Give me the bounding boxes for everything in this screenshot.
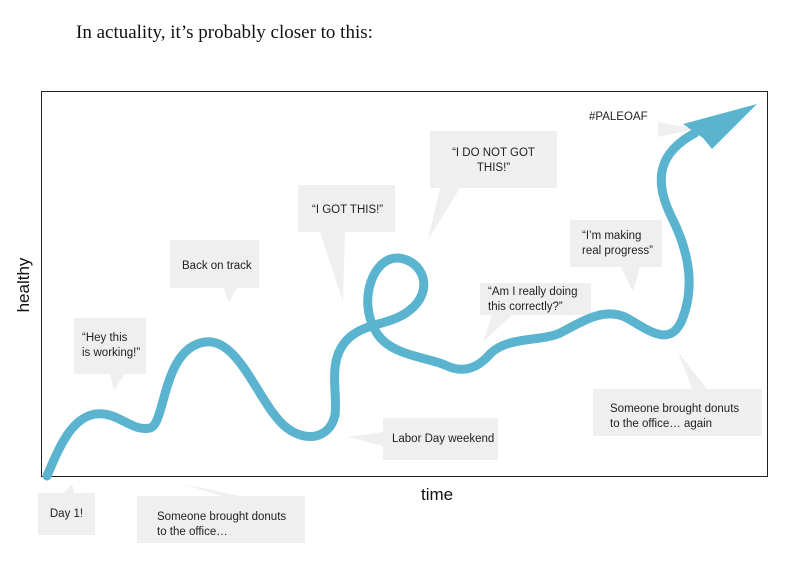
bubble-paleo-text: #PALEOAF <box>589 111 648 123</box>
bubble-progress <box>570 220 662 292</box>
chart-frame <box>41 91 768 477</box>
bubble-donuts1-text: Someone brought donuts to the office… <box>157 511 287 538</box>
bubble-donuts2 <box>593 352 762 436</box>
x-axis-label: time <box>421 485 454 504</box>
journey-arrowhead <box>683 104 757 149</box>
bubble-hey <box>74 318 146 390</box>
bubble-labor-text: Labor Day weekend <box>392 433 495 445</box>
speech-bubbles <box>38 98 762 543</box>
bubble-donuts1 <box>137 484 305 543</box>
page-heading: In actuality, it’s probably closer to th… <box>76 22 373 43</box>
bubble-amireally-text: “Am I really doing this correctly?” <box>488 286 578 313</box>
bubble-donuts2-text: Someone brought donuts to the office… ag… <box>610 403 740 430</box>
journey-curve <box>42 128 700 481</box>
bubble-hey-text: “Hey this is working!” <box>82 332 141 359</box>
bubble-labor <box>348 418 498 460</box>
bubble-idonot <box>428 131 557 240</box>
bubble-igot <box>298 185 395 302</box>
bubble-paleo <box>573 98 696 137</box>
bubble-igot-text: “I GOT THIS!” <box>312 204 384 216</box>
bubble-back-text: Back on track <box>182 260 252 272</box>
bubble-amireally <box>480 283 591 342</box>
bubble-progress-text: “I’m making real progress” <box>582 230 653 257</box>
bubble-day1-text: Day 1! <box>49 508 84 520</box>
bubble-back <box>170 240 259 302</box>
bubble-day1 <box>38 484 95 535</box>
bubble-idonot-text: “I DO NOT GOT THIS!” <box>452 147 535 174</box>
